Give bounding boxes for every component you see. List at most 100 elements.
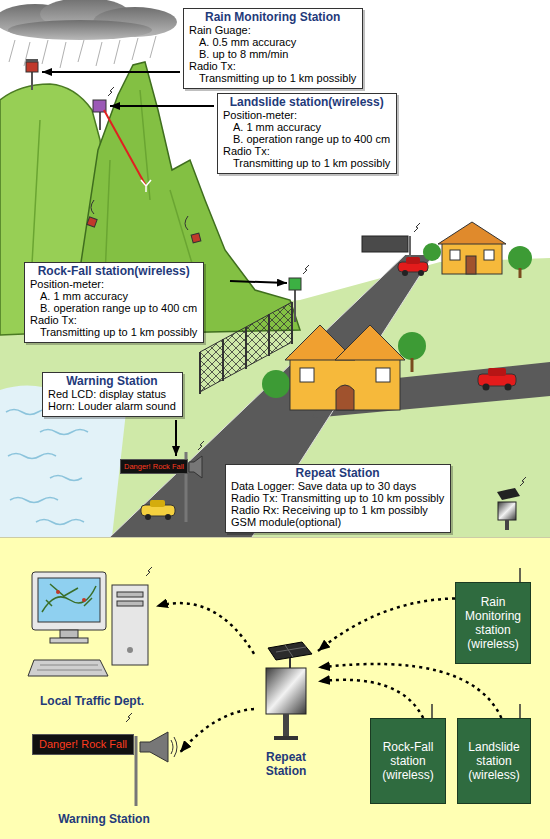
rain-gauge (26, 59, 38, 90)
callout-line: Transmitting up to 1 km possibly (30, 326, 197, 338)
house (376, 368, 390, 382)
water-waves (6, 410, 88, 525)
station-callout: Rock-Fall station(wireless)Position-mete… (24, 262, 204, 343)
rock (87, 217, 97, 227)
callout-line: A. 1 mm accuracy (30, 290, 197, 302)
sign-text: Danger! Rock Fall (39, 738, 127, 751)
house (398, 332, 426, 360)
house (290, 355, 400, 410)
house (336, 385, 354, 410)
repeat-station-small (497, 477, 526, 530)
computer (82, 598, 86, 602)
repeat-station-icon (274, 736, 298, 740)
callout-line: Position-meter: (223, 109, 390, 121)
computer (117, 601, 143, 606)
repeat-station-small (498, 502, 516, 520)
rain-streaks (60, 42, 66, 68)
icon-node: Repeat Station (254, 640, 318, 778)
bottom-panel (0, 537, 550, 839)
warning-sign (189, 456, 202, 478)
antenna (519, 704, 521, 718)
sky (0, 0, 550, 537)
warning-sign (186, 441, 204, 522)
billboard (414, 223, 420, 232)
computer (38, 578, 100, 622)
callout-line: Position-meter: (30, 278, 197, 290)
station-callout: Repeat StationData Logger: Save data up … (225, 464, 451, 533)
leader-arrow (42, 71, 180, 73)
warning-node: Danger! Rock FallWarning Station (28, 728, 180, 826)
computer (28, 660, 108, 676)
rain-gauge (31, 72, 33, 90)
callout-line: Rain Guage: (189, 24, 356, 36)
car (141, 500, 175, 520)
rain-streaks (9, 40, 15, 62)
callout-line: A. 1 mm accuracy (223, 121, 390, 133)
repeat-station-icon (276, 645, 306, 657)
house (508, 246, 532, 270)
callout-line: Radio Tx: (223, 145, 390, 157)
car (418, 270, 424, 276)
house (442, 242, 502, 274)
callout-line: Transmitting up to 1 km possibly (189, 72, 356, 84)
dotted-arrow (180, 709, 254, 753)
callout-line: Data Logger: Save data up to 30 days (231, 480, 444, 492)
leader-arrow (230, 281, 287, 283)
computer (28, 567, 152, 676)
warning-station-icon (171, 737, 177, 757)
computer (112, 585, 148, 665)
computer (60, 630, 78, 638)
station-label: Landslide station (wireless) (462, 740, 526, 782)
warning-station-icon (126, 713, 177, 806)
rock-fall-sensor (294, 290, 296, 322)
rock-fall-sensor (289, 278, 301, 290)
computer (32, 572, 106, 630)
callout-line: A. 0.5 mm accuracy (189, 36, 356, 48)
car (165, 514, 171, 520)
rock (87, 200, 201, 243)
callout-line: B. up to 8 mm/min (189, 48, 356, 60)
house (423, 222, 532, 278)
callout-line: GSM module(optional) (231, 516, 444, 528)
sign-board: Danger! Rock Fall (120, 459, 188, 474)
callout-line: Transmitting up to 1 km possibly (223, 157, 390, 169)
house (423, 243, 441, 261)
billboard (362, 223, 420, 262)
car (488, 368, 506, 376)
house (450, 250, 460, 260)
car (150, 500, 165, 507)
computer (37, 665, 102, 670)
warning-station-icon (140, 732, 168, 762)
repeat-station-icon (283, 714, 289, 738)
landslide-sensor (141, 180, 151, 192)
rain-cloud (8, 20, 152, 40)
dotted-arrow (318, 680, 423, 718)
callout-line: B. operation range up to 400 cm (223, 133, 390, 145)
dotted-arrow (318, 664, 501, 718)
repeat-station-icon (268, 642, 312, 660)
leader-arrow (110, 105, 214, 107)
rock-fall-sensor (303, 265, 309, 274)
sign-board: Danger! Rock Fall (32, 734, 134, 755)
sign-text: Danger! Rock Fall (124, 462, 184, 471)
car (402, 270, 408, 276)
callout-line: Red LCD: display status (48, 388, 176, 400)
station-callout: Rain Monitoring StationRain Guage:A. 0.5… (183, 8, 363, 89)
billboard (362, 236, 408, 252)
station-box: Landslide station (wireless) (457, 718, 531, 804)
rain-gauge (26, 59, 38, 62)
house (262, 325, 426, 410)
repeat-station-small (520, 477, 526, 486)
rain-gauge (26, 62, 38, 72)
callout-heading: Rain Monitoring Station (189, 11, 356, 24)
dotted-arrow (156, 603, 254, 654)
station-label: Rock-Fall station (wireless) (375, 740, 441, 782)
callout-line: B. operation range up to 400 cm (30, 302, 197, 314)
repeat-station-small (505, 520, 509, 530)
icon-node: Local Traffic Dept. (28, 563, 156, 708)
landslide-sensor (108, 87, 114, 96)
callout-heading: Landslide station(wireless) (223, 96, 390, 109)
station-box: Rain Monitoring station (wireless) (455, 582, 531, 664)
landslide-sensor (104, 110, 146, 186)
warning-station-icon (126, 713, 132, 722)
